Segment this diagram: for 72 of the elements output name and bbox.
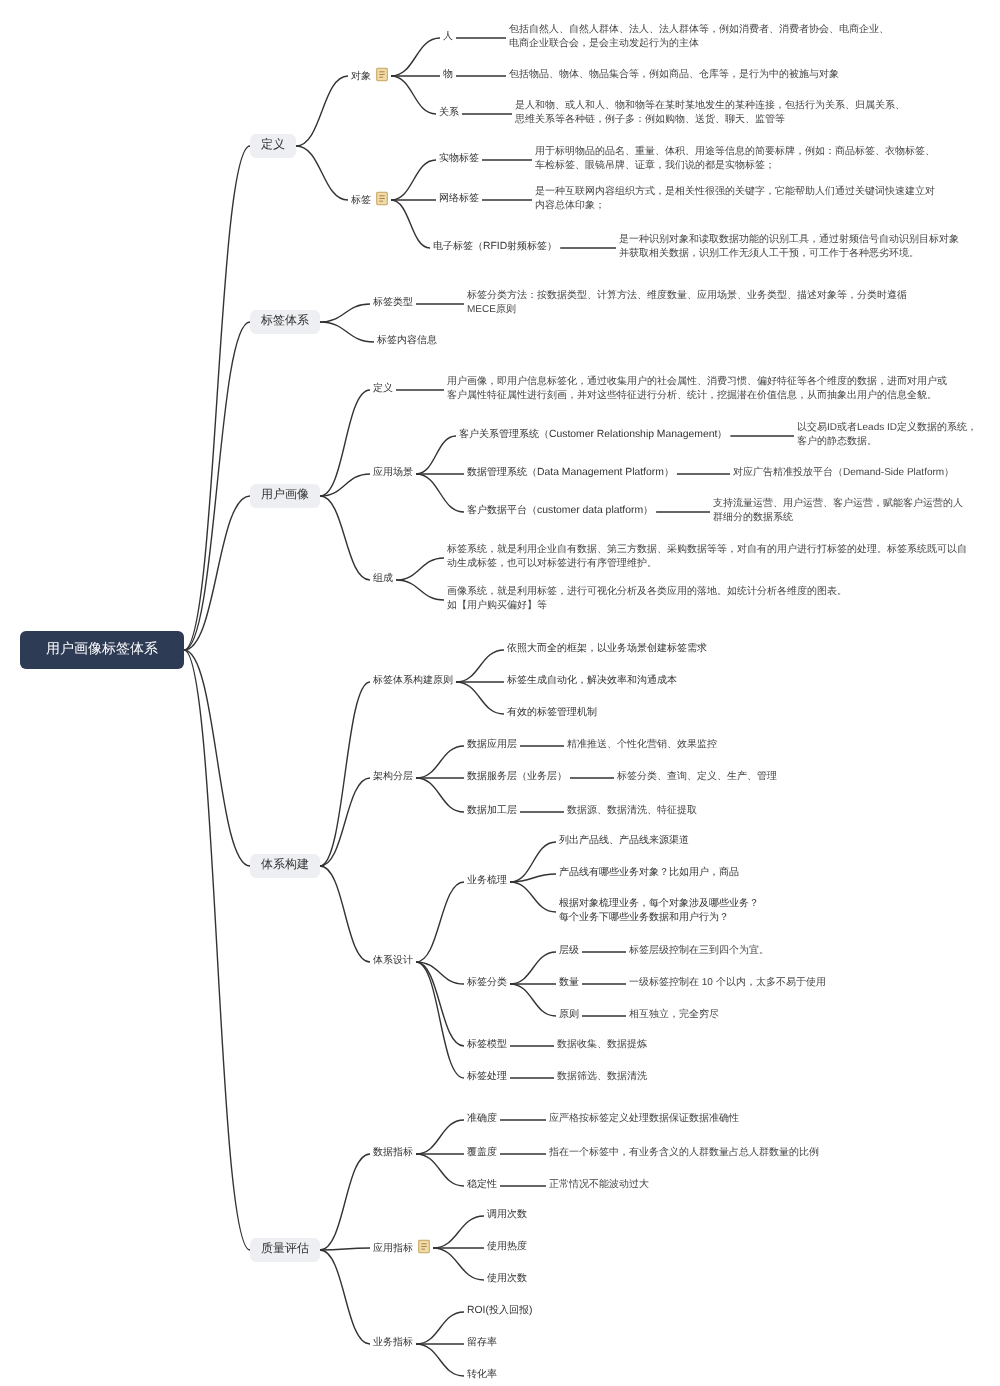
branch-line: [415, 961, 465, 1047]
branch-line: [415, 961, 465, 985]
connector-line: [432, 1247, 485, 1249]
branch-line: [415, 1343, 465, 1377]
connector-line: [655, 511, 711, 513]
branch-line: [390, 199, 431, 249]
branch-line: [319, 1249, 371, 1345]
connector-line: [581, 951, 627, 953]
connector-line: [581, 1015, 627, 1017]
branch-line: [415, 777, 465, 813]
connector-line: [415, 1343, 465, 1345]
branch-line: [415, 1153, 465, 1187]
branch-line: [509, 881, 557, 913]
connector-line: [395, 389, 445, 391]
branch-line: [390, 75, 437, 115]
branch-line: [509, 873, 557, 883]
branch-line: [509, 983, 557, 1017]
branch-line: [390, 37, 441, 77]
branch-line: [509, 841, 557, 883]
branch-line: [455, 681, 505, 715]
connector-line: [455, 681, 505, 683]
branch-line: [415, 1119, 465, 1155]
connector-line: [415, 1153, 465, 1155]
connector-line: [676, 473, 731, 475]
branch-line: [319, 389, 371, 497]
connector-line: [415, 473, 465, 475]
connector-line: [499, 1153, 547, 1155]
connector-line: [509, 1045, 555, 1047]
branch-line: [319, 495, 371, 581]
connector-line: [461, 113, 513, 115]
branch-line: [395, 579, 445, 601]
branch-line: [415, 961, 465, 1079]
connector-line: [729, 435, 795, 437]
branch-line: [415, 435, 457, 475]
branch-line: [509, 951, 557, 985]
connector-line: [455, 75, 507, 77]
connector-line: [519, 745, 565, 747]
branch-line: [319, 865, 371, 963]
connector-line: [481, 159, 533, 161]
branch-line: [295, 145, 349, 201]
branch-line: [319, 777, 371, 867]
branch-line: [183, 321, 251, 651]
connector-line: [569, 777, 615, 779]
connector-line: [390, 75, 441, 77]
branch-line: [295, 75, 349, 147]
connector-line: [509, 1077, 555, 1079]
connector-line: [390, 199, 437, 201]
connector-line: [519, 811, 565, 813]
branch-line: [183, 649, 251, 867]
branch-line: [319, 1247, 371, 1251]
connector-line: [415, 777, 465, 779]
branch-line: [395, 557, 445, 581]
branch-line: [319, 473, 371, 497]
connector-line: [481, 199, 533, 201]
branch-line: [183, 649, 251, 1251]
branch-line: [319, 1153, 371, 1251]
branch-line: [432, 1247, 485, 1281]
connector-line: [509, 983, 557, 985]
connector-line: [559, 247, 617, 249]
branch-line: [319, 681, 371, 867]
connector-line: [581, 983, 627, 985]
connector-line: [499, 1119, 547, 1121]
branch-line: [183, 145, 251, 651]
branch-line: [390, 159, 437, 201]
branch-line: [183, 495, 251, 651]
connector-line: [415, 303, 465, 305]
branch-line: [415, 473, 465, 513]
connector-line: [455, 37, 507, 39]
branch-line: [415, 881, 465, 963]
branch-line: [319, 303, 371, 323]
branch-line: [319, 321, 375, 343]
connector-line: [499, 1185, 547, 1187]
